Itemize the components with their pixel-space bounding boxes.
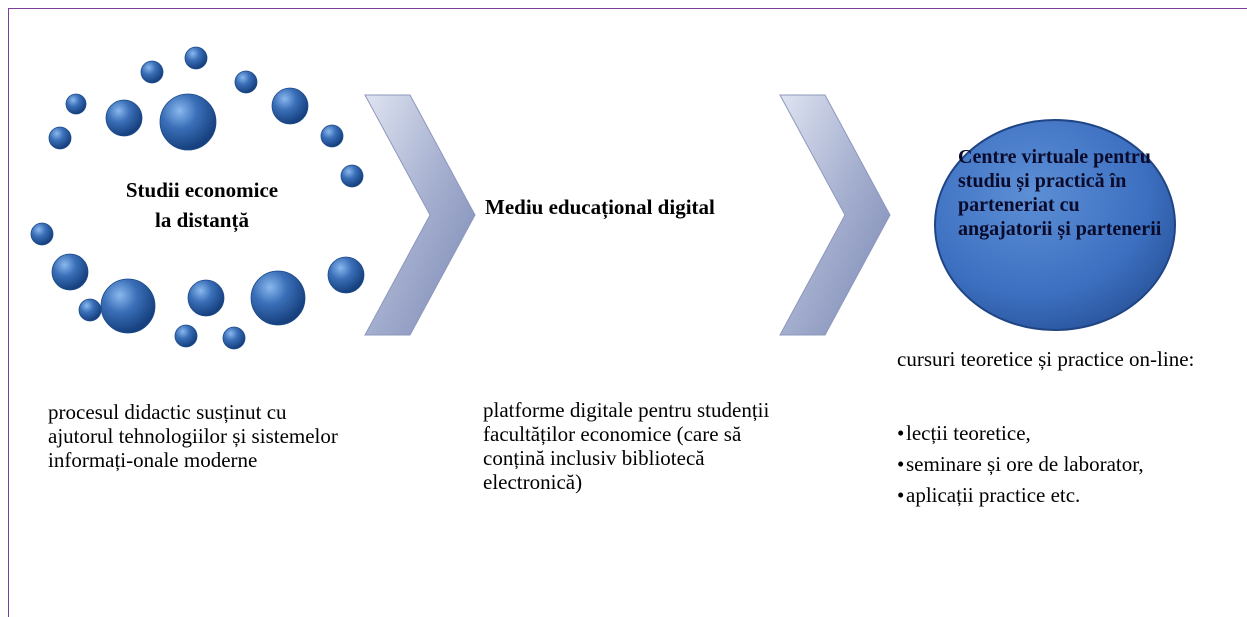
sphere-dot [340, 164, 364, 188]
frame-left-border [8, 8, 9, 617]
sphere-cluster-icon [30, 46, 365, 350]
first-node-title-line1: Studii economice [125, 178, 279, 202]
chevron-right-icon [779, 94, 891, 336]
second-node-description: platforme digitale pentru studenții facu… [483, 398, 770, 494]
sphere-dot [250, 270, 306, 326]
sphere-dot [78, 298, 102, 322]
sphere-dot [100, 278, 156, 334]
sphere-dot [51, 253, 89, 291]
frame-top-border [8, 8, 1247, 9]
list-item-text: lecții teoretice, [906, 421, 1031, 445]
sphere-dot [30, 222, 54, 246]
ellipse-shape [934, 119, 1176, 331]
sphere-dot [320, 124, 344, 148]
list-item-text: aplicații practice etc. [906, 483, 1081, 507]
first-node-title-line2: la distanță [155, 208, 249, 232]
list-item: •seminare și ore de laborator, [897, 449, 1144, 480]
list-item: •lecții teoretice, [897, 418, 1144, 449]
sphere-dot [65, 93, 87, 115]
list-item: •aplicații practice etc. [897, 480, 1144, 511]
third-node-title: Centre virtuale pentru studiu și practic… [958, 146, 1162, 240]
sphere-dot [327, 256, 365, 294]
list-item-text: seminare și ore de laborator, [906, 452, 1144, 476]
sphere-dot [159, 93, 217, 151]
bullet-icon: • [897, 421, 905, 445]
sphere-dot [140, 60, 164, 84]
third-node-description: cursuri teoretice și practice on-line: [897, 347, 1195, 371]
sphere-dot [105, 99, 143, 137]
sphere-dot [48, 126, 72, 150]
sphere-dot [222, 326, 246, 350]
sphere-dot [271, 87, 309, 125]
first-node-title: Studii economice la distanță [82, 175, 322, 235]
second-node-title: Mediu educațional digital [485, 195, 715, 219]
sphere-dot [234, 70, 258, 94]
sphere-dot [184, 46, 208, 70]
sphere-dot [187, 279, 225, 317]
sphere-dot [174, 324, 198, 348]
chevron-right-icon [364, 94, 476, 336]
third-node-bullet-list: •lecții teoretice, •seminare și ore de l… [897, 418, 1144, 511]
bullet-icon: • [897, 452, 905, 476]
first-node-description: procesul didactic susținut cu ajutorul t… [48, 400, 338, 472]
bullet-icon: • [897, 483, 905, 507]
